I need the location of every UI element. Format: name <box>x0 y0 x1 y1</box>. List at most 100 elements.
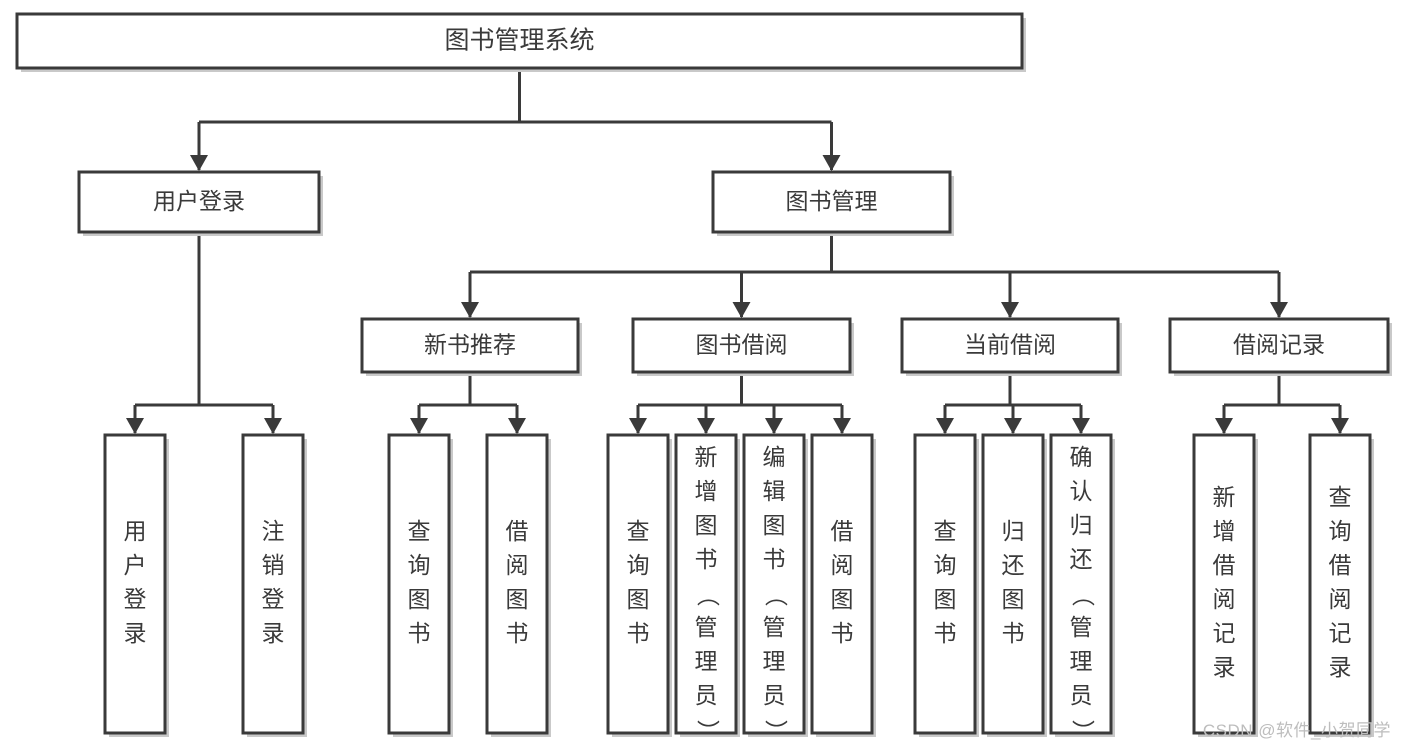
node-label-char: 书 <box>408 620 431 646</box>
arrow-head <box>697 418 715 434</box>
arrow-head <box>833 418 851 434</box>
node-rect[interactable] <box>485 433 549 735</box>
arrow-head <box>190 155 208 171</box>
node-label-char: 编 <box>763 444 786 470</box>
node-rect[interactable] <box>981 433 1045 735</box>
node-label-char: 借 <box>506 518 529 544</box>
node-new-book-recommend[interactable]: 新书推荐 <box>360 317 582 376</box>
node-label-char: 查 <box>408 518 431 544</box>
node-rect[interactable] <box>900 317 1120 374</box>
node-rect[interactable] <box>15 12 1024 70</box>
node-label-char: 员 <box>695 682 718 708</box>
node-rect[interactable] <box>103 433 167 735</box>
node-rect[interactable] <box>711 170 952 234</box>
node-label-char: 图 <box>763 512 786 538</box>
node-label-char: 书 <box>627 620 650 646</box>
node-rect[interactable] <box>241 433 305 735</box>
arrow-head <box>126 418 144 434</box>
node-user-login-do[interactable]: 用户登录 <box>103 433 169 737</box>
arrow-head <box>1331 418 1349 434</box>
node-rect[interactable] <box>606 433 670 735</box>
node-label-char: 录 <box>262 620 285 646</box>
arrow-head <box>508 418 526 434</box>
node-rect[interactable] <box>674 433 738 735</box>
node-borrow-record[interactable]: 借阅记录 <box>1168 317 1392 376</box>
node-current-borrow[interactable]: 当前借阅 <box>900 317 1122 376</box>
nodes-layer: 图书管理系统用户登录用户登录注销登录图书管理新书推荐查询图书借阅图书图书借阅查询… <box>15 12 1392 743</box>
node-label-char: 录 <box>124 620 147 646</box>
edges-layer <box>126 68 1349 434</box>
node-label-char: 询 <box>408 552 431 578</box>
node-label-char: 录 <box>1213 654 1236 680</box>
node-rect[interactable] <box>77 170 321 234</box>
node-label-char: 书 <box>934 620 957 646</box>
node-label-char: 询 <box>1329 518 1352 544</box>
node-label-char: 员 <box>1070 682 1093 708</box>
node-rect[interactable] <box>1049 433 1113 735</box>
node-label-char: 查 <box>1329 484 1352 510</box>
arrow-head <box>1072 418 1090 434</box>
node-rect[interactable] <box>1168 317 1390 374</box>
node-label-char: 新 <box>695 444 718 470</box>
arrow-head <box>1004 418 1022 434</box>
node-label-char: 新 <box>1213 484 1236 510</box>
node-rect[interactable] <box>913 433 977 735</box>
node-label-char: 图 <box>627 586 650 612</box>
watermark-label: CSDN @软件_小贺同学 <box>1202 721 1391 740</box>
node-label-char: 增 <box>695 478 718 504</box>
arrow-head <box>765 418 783 434</box>
node-user-login[interactable]: 用户登录 <box>77 170 323 236</box>
node-label-char: 书 <box>831 620 854 646</box>
arrow-head <box>1001 302 1019 318</box>
node-label-char: 书 <box>695 546 718 572</box>
node-rect[interactable] <box>742 433 806 735</box>
node-label-char: 理 <box>1070 648 1093 674</box>
node-label-char: 登 <box>124 586 147 612</box>
node-label-char: 阅 <box>1329 586 1352 612</box>
node-label-char: 户 <box>124 552 147 578</box>
node-label-char: 录 <box>1329 654 1352 680</box>
node-root[interactable]: 图书管理系统 <box>15 12 1026 72</box>
node-rect[interactable] <box>1308 433 1372 735</box>
node-rect[interactable] <box>1192 433 1256 735</box>
node-label-char: 书 <box>763 546 786 572</box>
node-label: 当前借阅 <box>964 332 1056 358</box>
arrow-head <box>732 302 751 318</box>
node-label-char: 理 <box>763 648 786 674</box>
node-label-char: 管 <box>1070 614 1093 640</box>
node-label-char: 记 <box>1329 620 1352 646</box>
node-label-char: 书 <box>1002 620 1025 646</box>
node-label-char: 管 <box>763 614 786 640</box>
node-label-char: 归 <box>1002 518 1025 544</box>
node-rect[interactable] <box>360 317 580 374</box>
node-label-char: 阅 <box>1213 586 1236 612</box>
node-book-borrow[interactable]: 图书借阅 <box>631 317 854 376</box>
node-book-manage[interactable]: 图书管理 <box>711 170 954 236</box>
node-label-char: 图 <box>506 586 529 612</box>
node-label-char: 图 <box>408 586 431 612</box>
node-label-char: 用 <box>124 518 147 544</box>
arrow-head <box>264 418 282 434</box>
node-label-char: ） <box>763 720 789 743</box>
node-rect[interactable] <box>631 317 852 374</box>
node-label-char: 图 <box>934 586 957 612</box>
node-label-char: 查 <box>934 518 957 544</box>
node-label-char: 书 <box>506 620 529 646</box>
node-rect[interactable] <box>387 433 451 735</box>
node-rect[interactable] <box>810 433 874 735</box>
arrow-head <box>936 418 954 434</box>
node-label-char: 借 <box>1213 552 1236 578</box>
